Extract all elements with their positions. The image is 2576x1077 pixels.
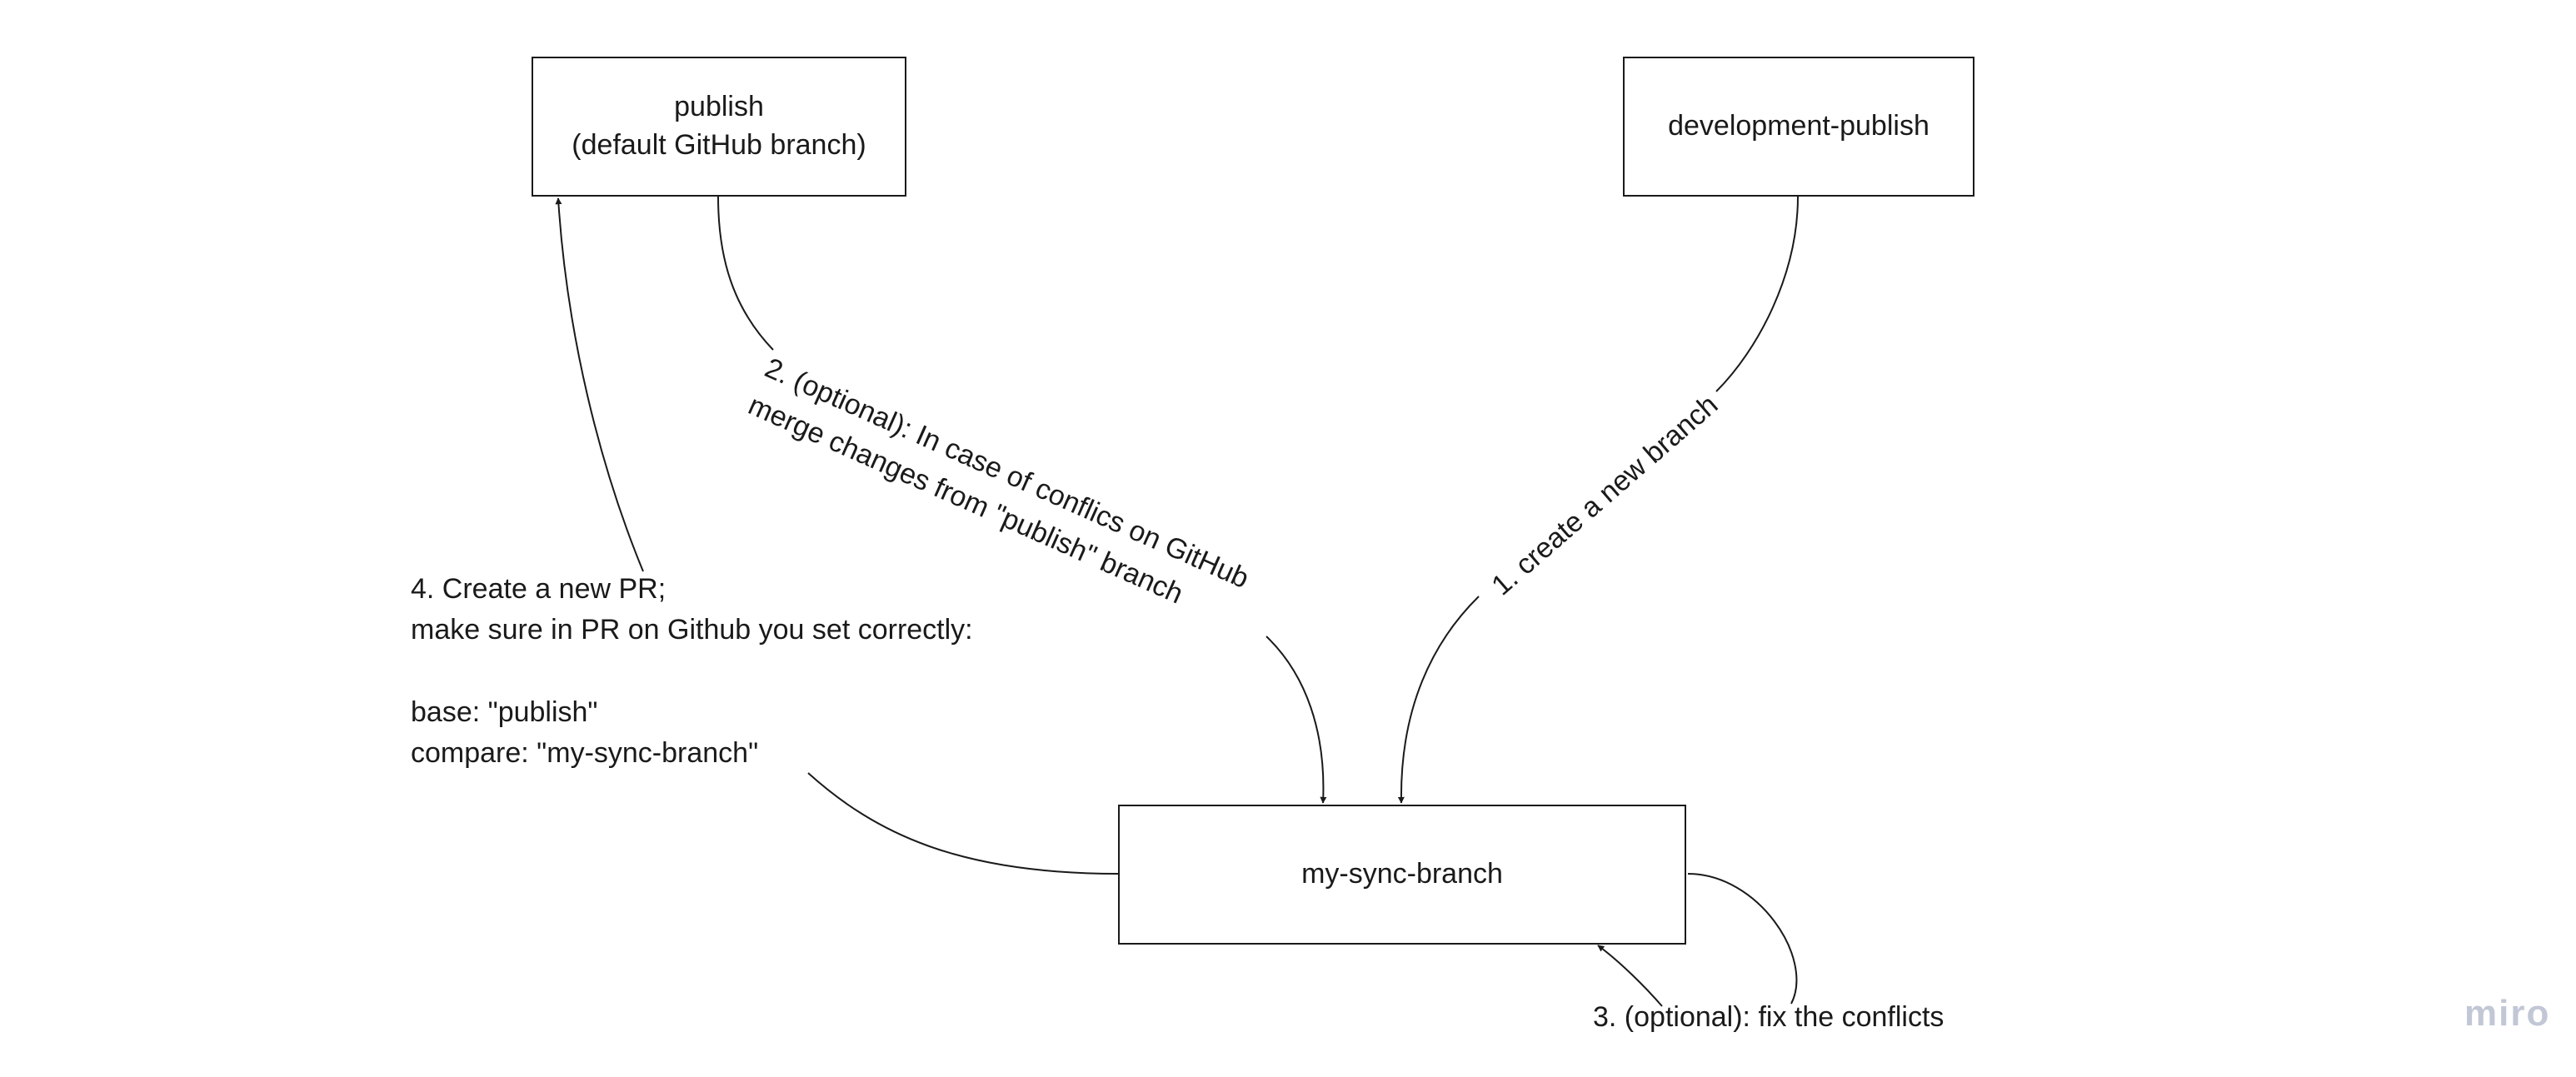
connector-merge-publish: [717, 196, 774, 351]
node-publish-title: publish: [674, 91, 764, 123]
edge-label-pr-line-2: make sure in PR on Github you set correc…: [411, 614, 973, 646]
edge-label-fix-conflicts: 3. (optional): fix the conflicts: [1593, 1001, 1944, 1033]
edge-label-pr-line-5: compare: "my-sync-branch": [411, 736, 759, 769]
edge-label-create-pr: 4. Create a new PR; make sure in PR on G…: [411, 569, 973, 774]
node-my-sync-branch-label: my-sync-branch: [1301, 858, 1503, 890]
connector-fix-conflicts: [1687, 873, 1798, 1005]
connector-create-pr: [807, 772, 1119, 875]
node-my-sync-branch[interactable]: my-sync-branch: [1118, 805, 1686, 945]
node-publish[interactable]: publish (default GitHub branch): [532, 57, 906, 197]
connector-create-branch: [1715, 196, 1799, 392]
arrow-create-branch: [1397, 596, 1480, 804]
edge-label-pr-line-4: base: "publish": [411, 696, 598, 728]
node-publish-subtitle: (default GitHub branch): [572, 129, 866, 161]
arrow-fix-conflicts: [1597, 945, 1663, 1007]
node-development-publish[interactable]: development-publish: [1623, 57, 1974, 197]
miro-watermark: miro: [2464, 993, 2551, 1034]
edge-label-pr-line-3: [411, 651, 973, 692]
node-development-publish-label: development-publish: [1668, 110, 1930, 142]
edge-label-pr-line-1: 4. Create a new PR;: [411, 573, 666, 605]
arrow-merge-publish: [1266, 636, 1327, 804]
arrow-create-pr: [555, 197, 644, 572]
